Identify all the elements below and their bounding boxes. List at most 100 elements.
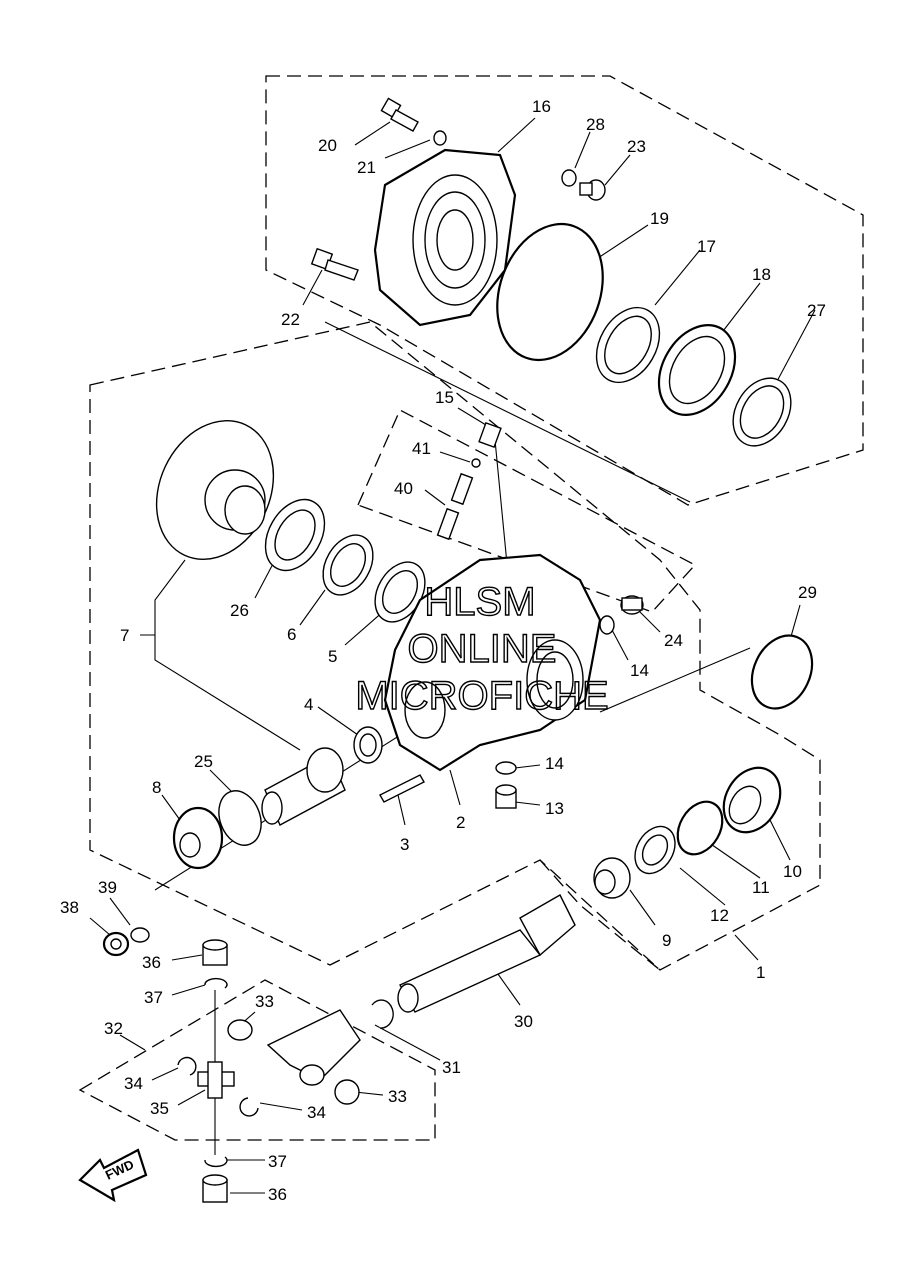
parts: [102, 97, 814, 1203]
callout-32: 32: [104, 1019, 123, 1038]
callout-28: 28: [586, 115, 605, 134]
callout-33b: 33: [388, 1087, 407, 1106]
o-ring-11: [676, 800, 724, 856]
washer-14b: [495, 761, 517, 775]
watermark-line-1: HLSM: [424, 580, 535, 624]
stud-3: [379, 774, 425, 803]
callout-21: 21: [357, 158, 376, 177]
callout-2: 2: [456, 813, 465, 832]
callout-19: 19: [650, 209, 669, 228]
callout-33a: 33: [255, 992, 274, 1011]
callout-22: 22: [281, 310, 300, 329]
callout-34a: 34: [124, 1074, 143, 1093]
bearing-cap-36b: [202, 1174, 228, 1203]
group-outlines: [78, 75, 864, 1141]
oil-seal-12: [634, 825, 676, 875]
bearing-8: [172, 806, 224, 870]
gear-case-2: [383, 553, 602, 772]
drain-plug-13: [495, 784, 517, 809]
callout-8: 8: [152, 778, 161, 797]
callout-39: 39: [98, 878, 117, 897]
callout-1: 1: [756, 963, 765, 982]
yoke: [266, 1009, 361, 1086]
callout-13: 13: [545, 799, 564, 818]
bearing-4: [353, 726, 383, 764]
clip-37a: [204, 977, 228, 989]
callout-17: 17: [697, 237, 716, 256]
callout-40: 40: [394, 479, 413, 498]
callout-36b: 36: [268, 1185, 287, 1204]
plug-23: [579, 179, 606, 201]
callout-35: 35: [150, 1099, 169, 1118]
o-ring-29: [750, 634, 814, 710]
callout-37b: 37: [268, 1152, 287, 1171]
callout-25: 25: [194, 752, 213, 771]
callout-15: 15: [435, 388, 454, 407]
outline-drive-shaft: [539, 859, 661, 971]
collar-9: [593, 857, 631, 899]
callout-23: 23: [627, 137, 646, 156]
bearing-cap-33b: [334, 1079, 360, 1105]
clip-34b: [239, 1097, 259, 1117]
callout-10: 10: [783, 862, 802, 881]
callout-38: 38: [60, 898, 79, 917]
callout-5: 5: [328, 647, 337, 666]
plate-26: [264, 498, 326, 572]
ring-nut-10: [722, 766, 782, 834]
watermark: HLSM ONLINE MICROFICHE: [355, 579, 610, 718]
callout-31: 31: [442, 1058, 461, 1077]
washer-14a: [599, 615, 615, 635]
breather-15: [478, 421, 502, 449]
watermark-line-3: MICROFICHE: [355, 674, 608, 718]
shim-25: [218, 790, 262, 846]
callout-18: 18: [752, 265, 771, 284]
bolt-20: [380, 97, 419, 132]
watermark-line-2: ONLINE: [408, 627, 557, 671]
bearing-cap-33a: [227, 1019, 253, 1041]
outline-upper-housing: [265, 75, 864, 506]
callout-37a: 37: [144, 988, 163, 1007]
bearing-18: [657, 323, 737, 417]
washer-28: [561, 169, 577, 187]
callout-36a: 36: [142, 953, 161, 972]
callout-14b: 14: [545, 754, 564, 773]
washer-39: [130, 927, 150, 943]
callouts: 1 2 3 4 5 6 7 8 9 10 11 12 13 14 14 15 1…: [60, 97, 826, 1204]
outline-pin-kit: [357, 409, 697, 613]
bearing-cap-36a: [202, 939, 228, 966]
oil-seal-17: [595, 306, 661, 384]
callout-30: 30: [514, 1012, 533, 1031]
callout-14a: 14: [630, 661, 649, 680]
callout-41: 41: [412, 439, 431, 458]
callout-16: 16: [532, 97, 551, 116]
bolt-22: [310, 247, 359, 281]
plug-24: [620, 595, 644, 615]
callout-4: 4: [304, 695, 313, 714]
callout-20: 20: [318, 136, 337, 155]
callout-7: 7: [120, 626, 129, 645]
housing-cover: [373, 148, 517, 327]
ring-gear-7: [155, 420, 275, 560]
callout-24: 24: [664, 631, 683, 650]
washer-21: [433, 130, 447, 146]
pinion-gear: [261, 747, 346, 826]
ball-41: [471, 458, 481, 468]
callout-9: 9: [662, 931, 671, 950]
dowel-pins-40: [436, 472, 474, 541]
shim-27: [732, 377, 792, 447]
callout-34b: 34: [307, 1103, 326, 1122]
callout-11: 11: [752, 878, 770, 897]
callout-3: 3: [400, 835, 409, 854]
callout-6: 6: [287, 625, 296, 644]
clip-34a: [177, 1056, 197, 1076]
nut-38: [102, 931, 130, 957]
o-ring-19: [496, 222, 604, 362]
callout-26: 26: [230, 601, 249, 620]
outline-joint-kit: [78, 979, 436, 1141]
cross-spider-35: [197, 990, 235, 1155]
circlip-31: [371, 999, 394, 1029]
callout-27: 27: [807, 301, 826, 320]
fwd-arrow-icon: FWD: [78, 1148, 148, 1203]
outline-main-housing: [89, 321, 821, 971]
